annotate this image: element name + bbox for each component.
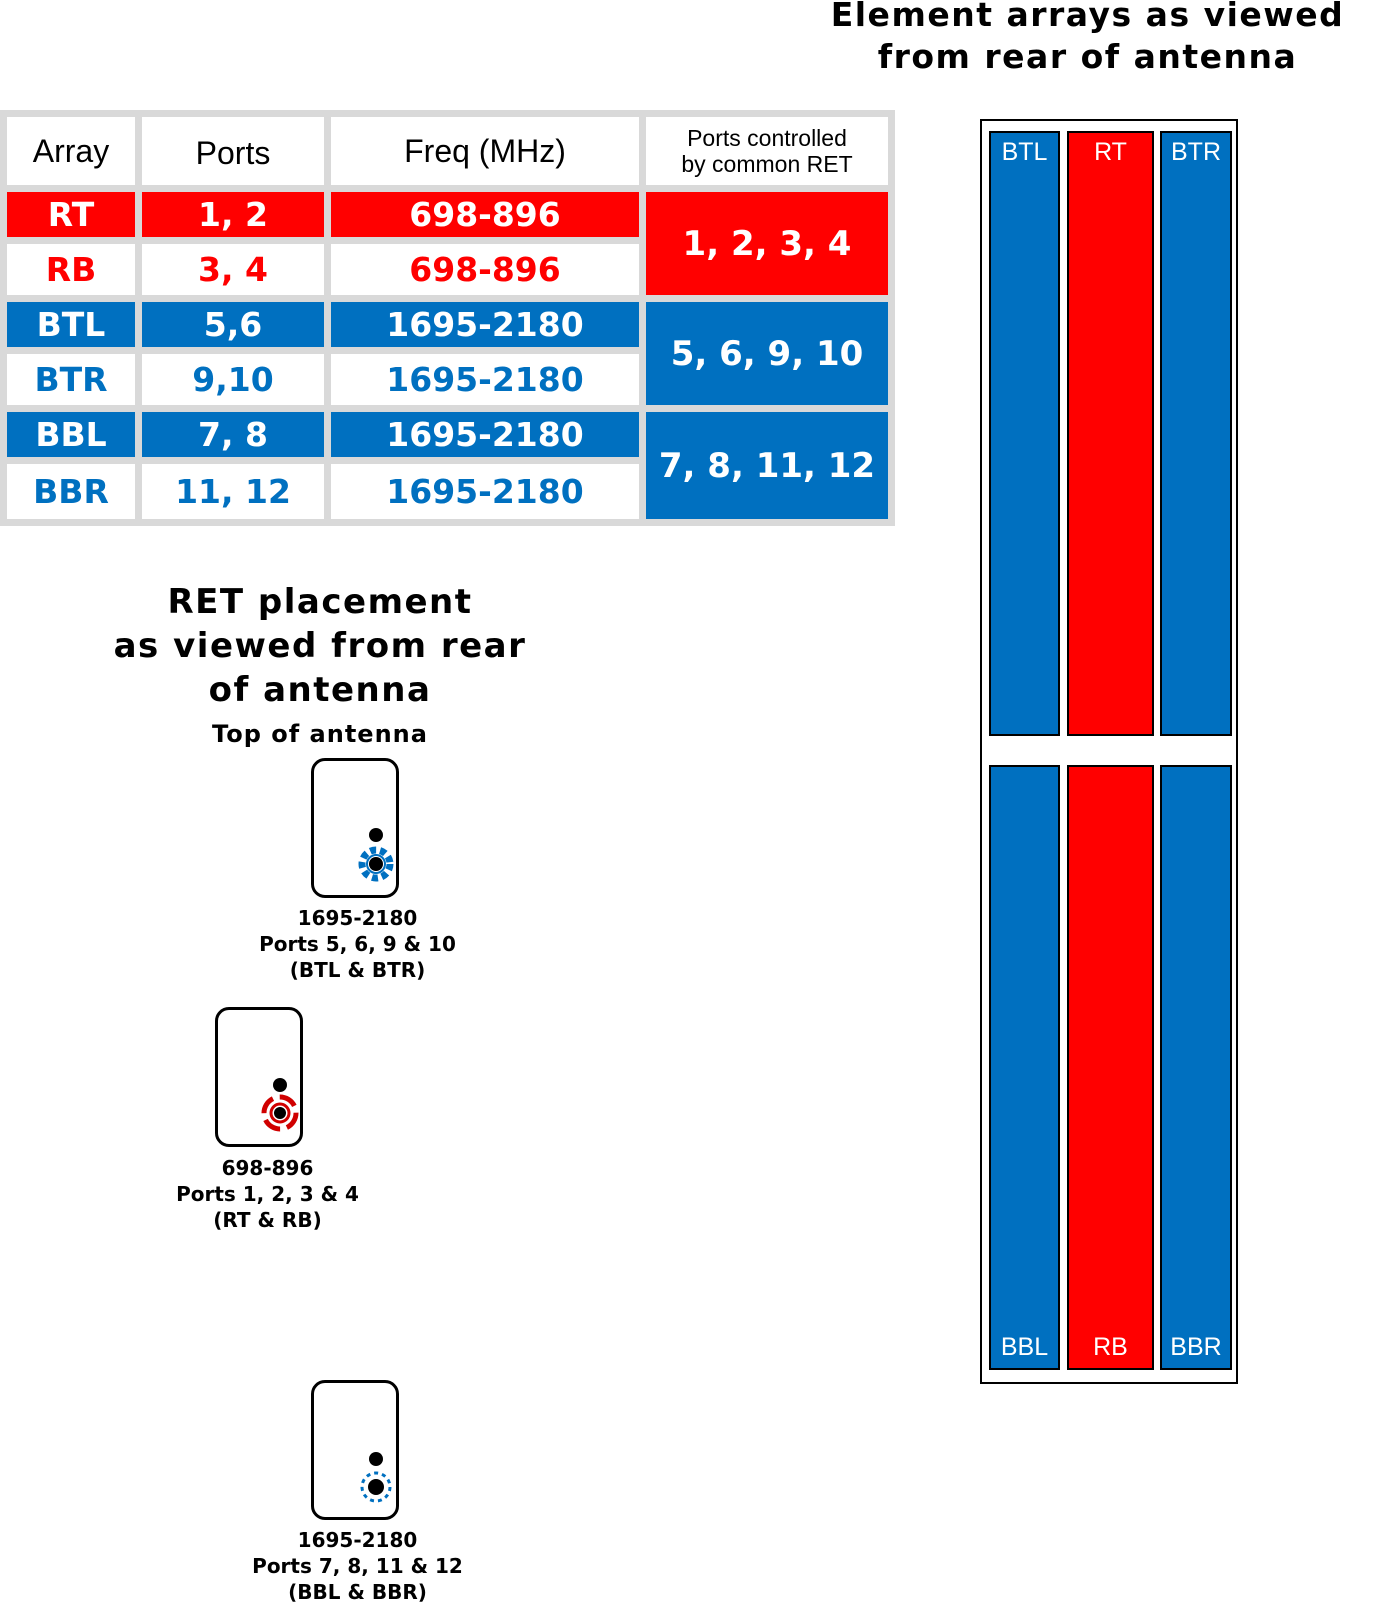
ret-unit-3-caption: 1695-2180 Ports 7, 8, 11 & 12 (BBL & BBR… bbox=[240, 1527, 475, 1605]
ret-unit-1-ports: Ports 5, 6, 9 & 10 bbox=[259, 932, 456, 956]
array-btl: BTL bbox=[989, 131, 1060, 736]
header-array: Array bbox=[7, 117, 135, 185]
array-btr: BTR bbox=[1160, 131, 1232, 736]
ret-unit-2-ports: Ports 1, 2, 3 & 4 bbox=[176, 1182, 359, 1206]
ret-connector-icon bbox=[360, 1452, 392, 1503]
ret-unit-3-arrays: (BBL & BBR) bbox=[288, 1580, 427, 1604]
row-btl-freq: 1695-2180 bbox=[331, 302, 639, 347]
row-rb-ports: 3, 4 bbox=[142, 244, 324, 295]
ret-unit-2-arrays: (RT & RB) bbox=[213, 1208, 322, 1232]
row-rt-freq: 698-896 bbox=[331, 192, 639, 237]
ret-unit-1-caption: 1695-2180 Ports 5, 6, 9 & 10 (BTL & BTR) bbox=[240, 905, 475, 983]
array-rb-label: RB bbox=[1093, 1333, 1128, 1361]
arrays-title: Element arrays as viewed from rear of an… bbox=[800, 0, 1375, 78]
array-bbr-label: BBR bbox=[1170, 1333, 1222, 1361]
ret-group-3: 7, 8, 11, 12 bbox=[646, 412, 888, 519]
header-ret-ports: Ports controlled by common RET bbox=[646, 117, 888, 185]
ret-group-1: 1, 2, 3, 4 bbox=[646, 192, 888, 295]
ret-unit-1-freq: 1695-2180 bbox=[297, 906, 418, 930]
array-btl-label: BTL bbox=[1001, 138, 1048, 166]
row-btr-array: BTR bbox=[7, 354, 135, 405]
row-btl-ports: 5,6 bbox=[142, 302, 324, 347]
row-rb-freq: 698-896 bbox=[331, 244, 639, 295]
row-bbl-freq: 1695-2180 bbox=[331, 412, 639, 457]
ret-placement-title: RET placement as viewed from rear of ant… bbox=[80, 580, 560, 712]
row-rt-array: RT bbox=[7, 192, 135, 237]
array-bbr: BBR bbox=[1160, 765, 1232, 1370]
ret-unit-3 bbox=[311, 1380, 399, 1520]
array-bbl: BBL bbox=[989, 765, 1060, 1370]
ret-group-2: 5, 6, 9, 10 bbox=[646, 302, 888, 405]
ret-unit-2 bbox=[215, 1007, 303, 1147]
ret-unit-1-arrays: (BTL & BTR) bbox=[289, 958, 426, 982]
ret-unit-3-ports: Ports 7, 8, 11 & 12 bbox=[252, 1554, 463, 1578]
ret-connector-icon bbox=[358, 828, 394, 882]
ret-connector-icon bbox=[261, 1078, 299, 1132]
row-bbr-ports: 11, 12 bbox=[142, 464, 324, 519]
header-ports: Ports bbox=[142, 117, 324, 185]
top-of-antenna-label: Top of antenna bbox=[212, 720, 428, 748]
ret-title-line2: as viewed from rear bbox=[113, 626, 527, 666]
ret-title-line3: of antenna bbox=[208, 670, 432, 710]
arrays-title-line2: from rear of antenna bbox=[877, 37, 1298, 76]
ret-unit-3-freq: 1695-2180 bbox=[297, 1528, 418, 1552]
ret-unit-2-freq: 698-896 bbox=[221, 1156, 314, 1180]
row-bbl-array: BBL bbox=[7, 412, 135, 457]
element-array-panel: BTL RT BTR BBL RB BBR bbox=[980, 119, 1238, 1384]
row-btl-array: BTL bbox=[7, 302, 135, 347]
row-rb-array: RB bbox=[7, 244, 135, 295]
arrays-title-line1: Element arrays as viewed bbox=[830, 0, 1345, 34]
ret-title-line1: RET placement bbox=[167, 582, 473, 622]
header-freq: Freq (MHz) bbox=[331, 117, 639, 185]
row-bbr-freq: 1695-2180 bbox=[331, 464, 639, 519]
ret-unit-1 bbox=[311, 758, 399, 898]
array-rt-label: RT bbox=[1094, 138, 1127, 166]
row-bbl-ports: 7, 8 bbox=[142, 412, 324, 457]
ret-unit-2-caption: 698-896 Ports 1, 2, 3 & 4 (RT & RB) bbox=[150, 1155, 385, 1233]
array-rt: RT bbox=[1067, 131, 1154, 736]
row-btr-ports: 9,10 bbox=[142, 354, 324, 405]
ports-table: Array Ports Freq (MHz) Ports controlled … bbox=[0, 110, 895, 526]
array-rb: RB bbox=[1067, 765, 1154, 1370]
array-bbl-label: BBL bbox=[1000, 1333, 1049, 1361]
array-btr-label: BTR bbox=[1171, 138, 1221, 166]
row-bbr-array: BBR bbox=[7, 464, 135, 519]
row-rt-ports: 1, 2 bbox=[142, 192, 324, 237]
row-btr-freq: 1695-2180 bbox=[331, 354, 639, 405]
